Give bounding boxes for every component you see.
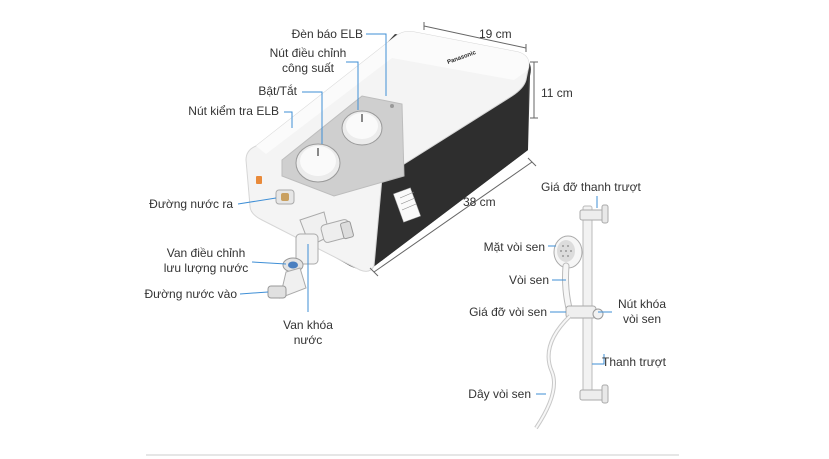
label-power-knob-line1: Nút điều chỉnh (269, 46, 347, 60)
label-water-inlet: Đường nước vào (144, 287, 237, 301)
width-dimension-line (423, 25, 527, 49)
label-on-off: Bật/Tắt (258, 84, 297, 98)
flow-control-valve (282, 233, 319, 273)
label-shower-face: Mặt vòi sen (483, 240, 545, 254)
height-dimension-line (373, 161, 533, 273)
label-lock-button-line2: vòi sen (622, 312, 662, 326)
leader-power-knob (346, 61, 359, 110)
heater-top-face (256, 31, 529, 154)
label-water-outlet: Đường nước ra (149, 197, 233, 211)
elb-indicator-lamp (390, 104, 394, 108)
outlet-marker (256, 176, 262, 184)
label-head-holder: Giá đỡ vòi sen (469, 305, 547, 319)
label-elb-indicator: Đèn báo ELB (291, 27, 363, 41)
label-shutoff-valve: Van khóa nước (276, 318, 340, 348)
shower-set (534, 204, 609, 430)
leader-slide-rail (592, 354, 605, 365)
dimension-height: 38 cm (463, 195, 496, 209)
label-slide-rail: Thanh trượt (602, 355, 666, 369)
shutoff-valve (299, 211, 354, 247)
dimension-lines (369, 22, 538, 277)
power-knob (341, 110, 383, 146)
head-holder (565, 305, 604, 320)
label-hose: Dây vòi sen (468, 387, 531, 401)
dimension-depth: 11 cm (541, 86, 573, 100)
slide-rail (582, 205, 593, 393)
label-flow-valve-line2: lưu lượng nước (163, 261, 249, 275)
leader-flow-valve (251, 261, 287, 265)
label-flow-valve-line1: Van điều chỉnh (166, 246, 246, 260)
label-lock-button-line1: Nút khóa (617, 297, 667, 311)
leader-elb-indicator (366, 33, 387, 96)
label-flow-valve: Van điều chỉnh lưu lượng nước (156, 246, 256, 276)
label-power-knob-line2: công suất (281, 61, 335, 75)
leader-water-outlet (237, 197, 277, 205)
water-heater: Panasonic (245, 31, 531, 299)
label-rail-bracket: Giá đỡ thanh trượt (541, 180, 641, 194)
label-shower-head: Vòi sen (508, 273, 549, 287)
shower-leader-lines (536, 196, 612, 395)
label-shutoff-valve-line2: nước (293, 333, 323, 347)
on-off-knob (295, 143, 341, 183)
label-shutoff-valve-line1: Van khóa (283, 318, 333, 332)
leader-water-inlet (239, 291, 269, 295)
water-inlet-pipe (267, 267, 307, 299)
label-lock-button: Nút khóa vòi sen (610, 297, 674, 327)
leader-on-off (302, 91, 323, 144)
bottom-divider (146, 454, 679, 456)
label-power-knob: Nút điều chỉnh công suất (262, 46, 354, 76)
dimension-width: 19 cm (479, 27, 512, 41)
rating-label (393, 187, 421, 223)
heater-leader-lines (237, 33, 387, 312)
water-outlet-fitting (275, 189, 295, 205)
label-elb-test: Nút kiểm tra ELB (188, 104, 279, 118)
shower-head (553, 235, 583, 316)
leader-elb-test (284, 111, 293, 128)
